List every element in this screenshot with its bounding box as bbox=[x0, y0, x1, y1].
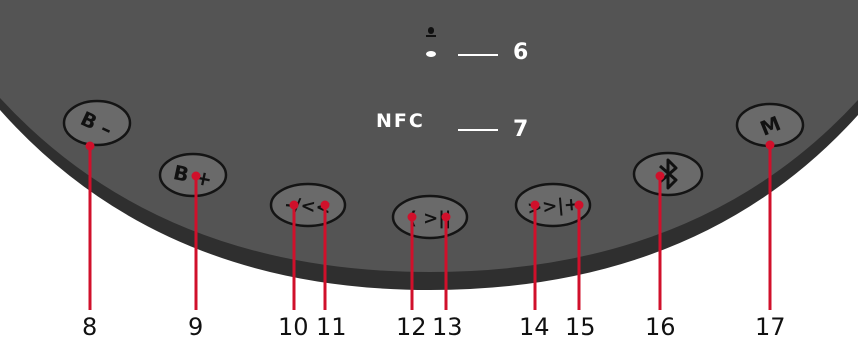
button-call-play-pause[interactable]: ( >|| bbox=[391, 194, 469, 240]
nfc-label: NFC bbox=[376, 110, 425, 132]
callout-number-7: 7 bbox=[513, 117, 529, 142]
callout-number-16: 16 bbox=[645, 313, 676, 341]
bluetooth-icon bbox=[659, 158, 678, 190]
callout-number-15: 15 bbox=[565, 313, 596, 341]
svg-text:( >||: ( >|| bbox=[409, 208, 452, 229]
callout-number-6: 6 bbox=[513, 40, 529, 65]
callout-number-17: 17 bbox=[755, 313, 786, 341]
callout-number-11: 11 bbox=[316, 313, 347, 341]
callout-number-8: 8 bbox=[82, 313, 98, 341]
callout-number-10: 10 bbox=[278, 313, 309, 341]
speaker-body bbox=[0, 0, 858, 272]
microphone-icon bbox=[426, 27, 436, 37]
button-bass-minus[interactable]: B – bbox=[62, 99, 132, 147]
indicator-led bbox=[426, 51, 436, 57]
callout-number-14: 14 bbox=[519, 313, 550, 341]
button-volume-down-previous[interactable]: –/<< bbox=[269, 182, 347, 228]
callout-number-9: 9 bbox=[188, 313, 204, 341]
button-mode[interactable]: M bbox=[735, 102, 805, 148]
callout-lines bbox=[85, 140, 775, 310]
callout-number-13: 13 bbox=[432, 313, 463, 341]
button-bluetooth[interactable] bbox=[632, 151, 704, 197]
callout-number-12: 12 bbox=[396, 313, 427, 341]
